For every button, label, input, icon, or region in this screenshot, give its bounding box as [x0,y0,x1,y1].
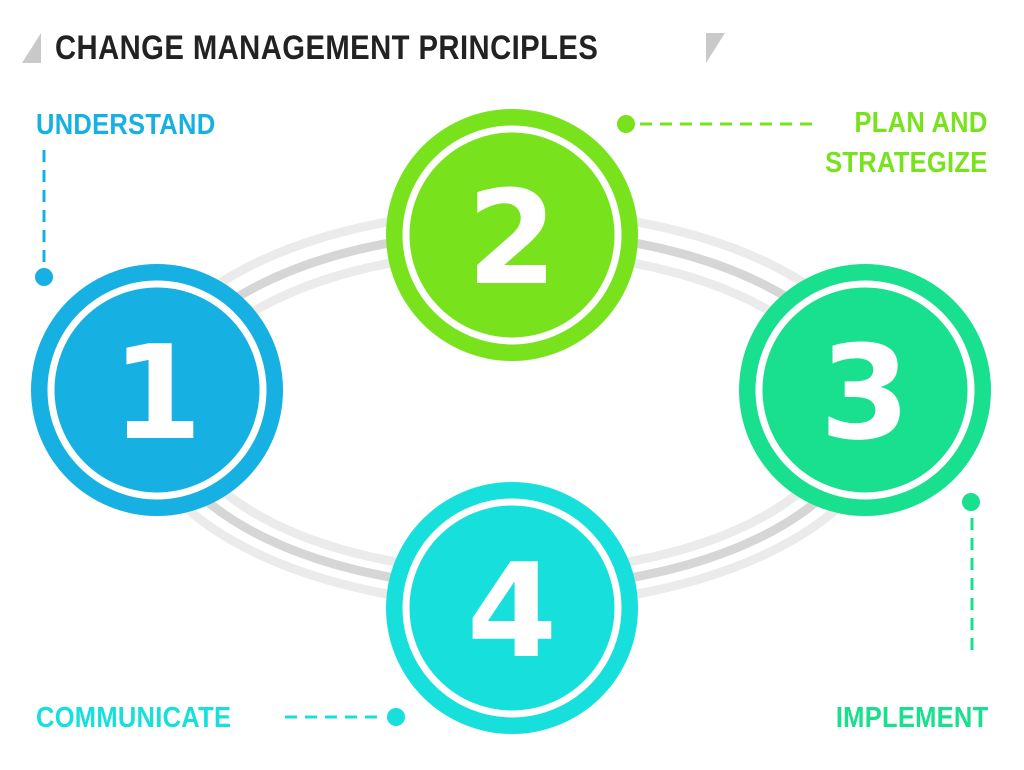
step-circle-1: 1 [31,264,283,516]
connector-2 [617,115,820,133]
step-circle-2: 2 [386,109,638,361]
step-number-4: 4 [467,535,557,687]
step-number-1: 1 [112,317,202,469]
connector-dot-1 [35,268,53,286]
connector-dot-3 [962,493,980,511]
step-number-2: 2 [467,162,557,314]
step-label-implement: IMPLEMENT [835,702,988,734]
step-label-understand: UNDERSTAND [36,109,216,141]
title-left-triangle-icon [22,33,41,63]
step-circle-3: 3 [739,264,991,516]
step-label-plan-and-strategize: PLAN AND STRATEGIZE [826,103,988,183]
step-label-communicate: COMMUNICATE [36,702,232,734]
step-label-plan-line1: PLAN AND [854,107,988,139]
connector-dot-4 [387,708,405,726]
title-right-triangle-icon [706,33,725,63]
connector-1 [35,150,53,286]
connector-4 [285,708,405,726]
connector-dot-2 [617,115,635,133]
step-number-3: 3 [820,317,910,469]
page-title: CHANGE MANAGEMENT PRINCIPLES [55,28,599,67]
title-banner: CHANGE MANAGEMENT PRINCIPLES [22,28,725,68]
connector-3 [962,493,980,656]
step-label-plan-line2: STRATEGIZE [825,147,988,179]
step-circle-4: 4 [386,482,638,734]
